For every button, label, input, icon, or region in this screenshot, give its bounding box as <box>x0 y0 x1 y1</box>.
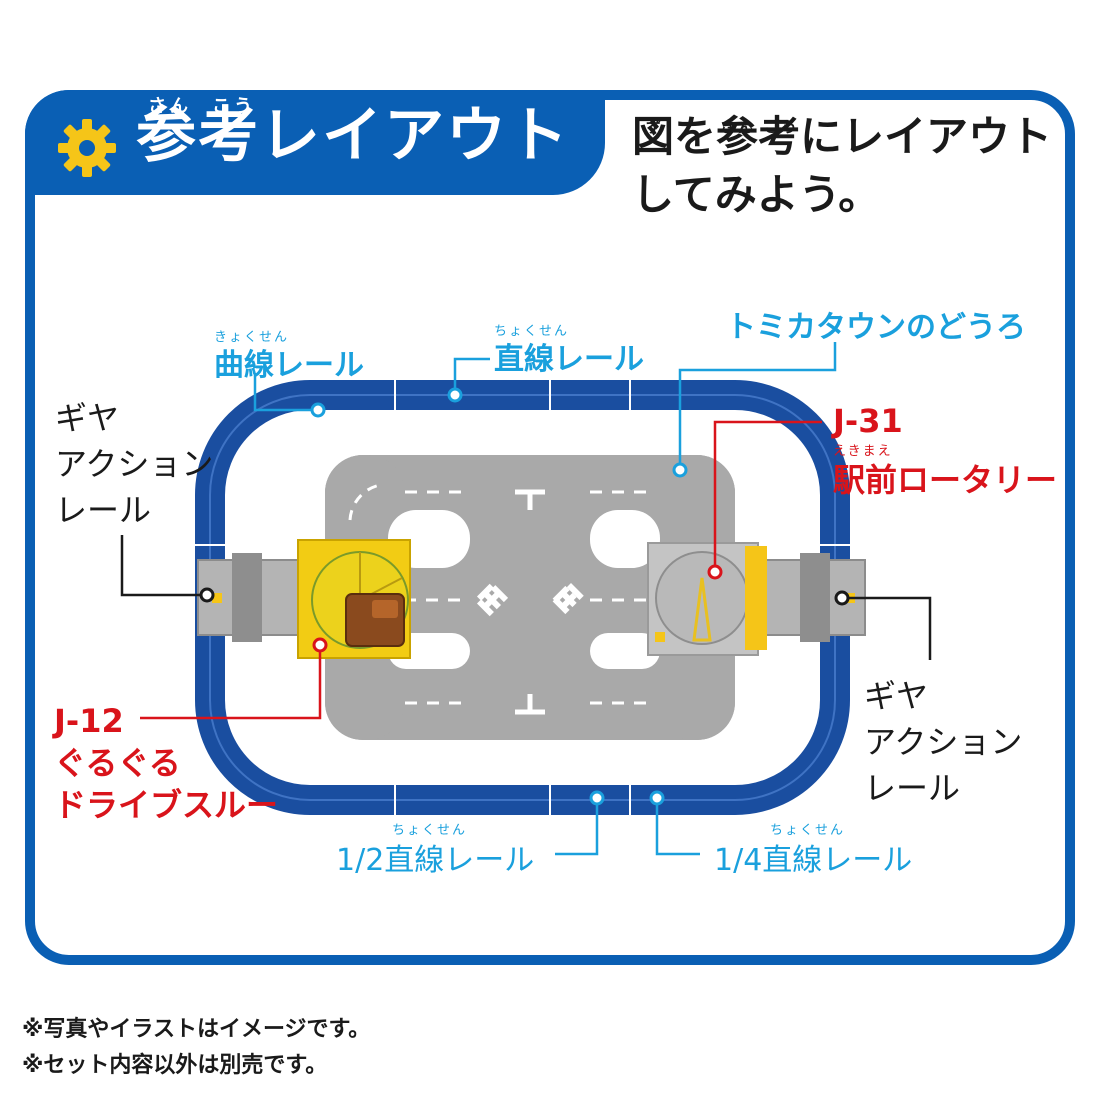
road-markings <box>348 483 655 715</box>
label-gear-left-line-3: レール <box>55 491 152 529</box>
label-gear-right-line-3: レール <box>864 769 961 807</box>
leader-lines-blue <box>253 342 837 856</box>
title-ruby-1: さん <box>148 96 192 117</box>
label-quarter-rail: ちょくせん 1/4直線レール <box>714 823 913 879</box>
label-half-rail: ちょくせん 1/2直線レール <box>336 823 535 879</box>
label-quarter-rail-text: 1/4直線レール <box>714 843 913 878</box>
label-j31-name-text: 駅前ロータリー <box>833 461 1058 499</box>
leader-lines-black <box>120 535 932 660</box>
label-j12-line-3: ドライブスルー <box>54 786 279 824</box>
gear-action-rail-left <box>197 553 299 642</box>
title-text: 参考レイアウト <box>136 101 570 171</box>
footnote-1: ※写真やイラストはイメージです。 <box>22 1017 371 1042</box>
instruction-ruby-2: さん <box>720 118 757 136</box>
instruction-ruby-1: ず <box>646 118 665 136</box>
leader-lines-red <box>140 420 822 720</box>
label-straight-rail-text: 直線レール <box>494 342 644 377</box>
label-curve-rail-text: 曲線レール <box>214 348 364 383</box>
label-j31-ruby: えきまえ <box>833 444 893 459</box>
instruction-text: ず さん こう 図を参考にレイアウト してみよう。 <box>632 108 1052 224</box>
j12-drive-through-piece <box>297 539 411 659</box>
label-j31-code: J-31 <box>833 402 903 440</box>
j31-station-rotary-piece <box>647 542 767 656</box>
label-half-rail-ruby: ちょくせん <box>392 823 468 838</box>
crosswalks <box>476 583 584 617</box>
label-half-rail-text: 1/2直線レール <box>336 843 535 878</box>
gear-icon <box>58 119 116 177</box>
rail-groove <box>209 394 836 801</box>
label-gear-right-line-1: ギヤ <box>864 677 929 715</box>
page-title: さん こう 参考レイアウト <box>136 98 570 167</box>
label-gear-left-line-2: アクション <box>55 445 214 483</box>
label-curve-rail-ruby: きょくせん <box>214 330 290 345</box>
label-j12-code: J-12 <box>54 702 124 740</box>
label-gear-left-line-1: ギヤ <box>55 399 120 437</box>
label-gear-rail-right: ギヤ アクション レール <box>864 673 1022 811</box>
footnote-2: ※セット内容以外は別売です。 <box>22 1053 328 1078</box>
label-j31-name: えきまえ 駅前ロータリー <box>833 444 1058 501</box>
label-straight-rail: ちょくせん 直線レール <box>494 324 644 378</box>
leader-dots-red <box>312 564 723 653</box>
rail-joints <box>195 380 850 815</box>
footnotes: ※写真やイラストはイメージです。 ※セット内容以外は別売です。 <box>22 1012 370 1084</box>
header-tab <box>25 90 605 195</box>
leader-dots-black <box>199 587 850 606</box>
leader-dots-blue <box>310 387 688 806</box>
label-curve-rail: きょくせん 曲線レール <box>214 330 364 384</box>
instruction-ruby-3: こう <box>764 118 801 136</box>
gear-action-rail-right <box>764 553 866 642</box>
label-j12: J-12 ぐるぐる ドライブスルー <box>54 700 278 826</box>
label-j12-line-2: ぐるぐる <box>54 744 181 782</box>
label-gear-rail-left: ギヤ アクション レール <box>55 395 213 533</box>
label-tomica-road: トミカタウンのどうろ <box>726 310 1026 345</box>
instruction-line-1: 図を参考にレイアウト <box>632 112 1053 161</box>
label-gear-right-line-2: アクション <box>864 723 1023 761</box>
instruction-line-2: してみよう。 <box>632 170 881 219</box>
label-quarter-rail-ruby: ちょくせん <box>770 823 846 838</box>
label-straight-rail-ruby: ちょくせん <box>494 324 570 339</box>
title-ruby-2: こう <box>212 96 256 117</box>
